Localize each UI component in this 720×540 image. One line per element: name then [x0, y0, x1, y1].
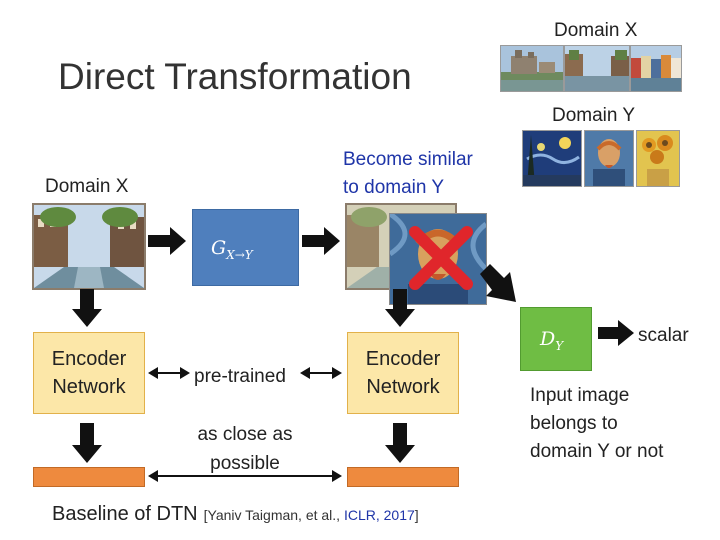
discriminator-symbol: DY [540, 328, 564, 353]
arrow-down-icon [72, 423, 102, 463]
double-arrow-icon [300, 367, 342, 379]
domain-x-photo-canal [564, 45, 630, 92]
discriminator-note-line-2: belongs to [530, 413, 618, 434]
generator-symbol: GX→Y [211, 237, 253, 262]
pretrained-label: pre-trained [194, 366, 286, 387]
arrow-down-icon [72, 289, 102, 327]
caption-ref-venue: ICLR, 2017 [343, 507, 415, 523]
close-label-line-1: as close as [197, 424, 293, 445]
arrow-right-icon [598, 320, 634, 346]
embedding-bar-left [33, 467, 145, 487]
discriminator-note-line-1: Input image [530, 385, 630, 406]
arrow-right-icon [148, 227, 186, 255]
caption-reference: [Yaniv Taigman, et al., ICLR, 2017] [204, 507, 419, 523]
caption: Baseline of DTN [Yaniv Taigman, et al., I… [52, 503, 419, 526]
become-similar-label: Become similar to domain Y [343, 146, 473, 202]
become-similar-line-2: to domain Y [343, 177, 445, 198]
become-similar-line-1: Become similar [343, 149, 473, 170]
domain-x-photo-castle [500, 45, 564, 92]
arrow-right-icon [302, 227, 340, 255]
discriminator-note-line-3: domain Y or not [530, 441, 664, 462]
domain-x-photo-harbor [630, 45, 682, 92]
close-label-line-2: possible [210, 453, 280, 474]
arrow-down-icon [385, 423, 415, 463]
cross-icon [409, 226, 473, 290]
encoder-network-left: Encoder Network [33, 332, 145, 414]
encoder-right-line-2: Network [366, 376, 440, 398]
caption-ref-close: ] [414, 507, 419, 523]
domain-y-painting-sunflowers [636, 130, 680, 187]
encoder-left-line-2: Network [52, 376, 126, 398]
left-domain-x-label: Domain X [45, 176, 129, 197]
scalar-label: scalar [638, 325, 689, 346]
encoder-network-right: Encoder Network [347, 332, 459, 414]
double-arrow-icon [148, 470, 342, 482]
input-photo-canal [32, 203, 146, 290]
generator-box: GX→Y [192, 209, 299, 286]
embedding-bar-right [347, 467, 459, 487]
top-domain-x-label: Domain X [554, 20, 638, 41]
domain-y-painting-starry [522, 130, 582, 187]
discriminator-note: Input image belongs to domain Y or not [530, 382, 663, 466]
close-label: as close as possible [186, 420, 304, 478]
arrow-down-icon [385, 289, 415, 327]
discriminator-box: DY [520, 307, 592, 371]
encoder-left-line-1: Encoder [51, 348, 127, 370]
encoder-right-line-1: Encoder [365, 348, 441, 370]
caption-ref-open: [Yaniv Taigman, et al., [203, 507, 344, 523]
domain-y-painting-portrait [584, 130, 634, 187]
slide-title: Direct Transformation [58, 56, 412, 97]
arrow-diagonal-icon [480, 264, 516, 302]
double-arrow-icon [148, 367, 190, 379]
top-domain-y-label: Domain Y [552, 105, 636, 126]
caption-main: Baseline of DTN [52, 503, 198, 525]
